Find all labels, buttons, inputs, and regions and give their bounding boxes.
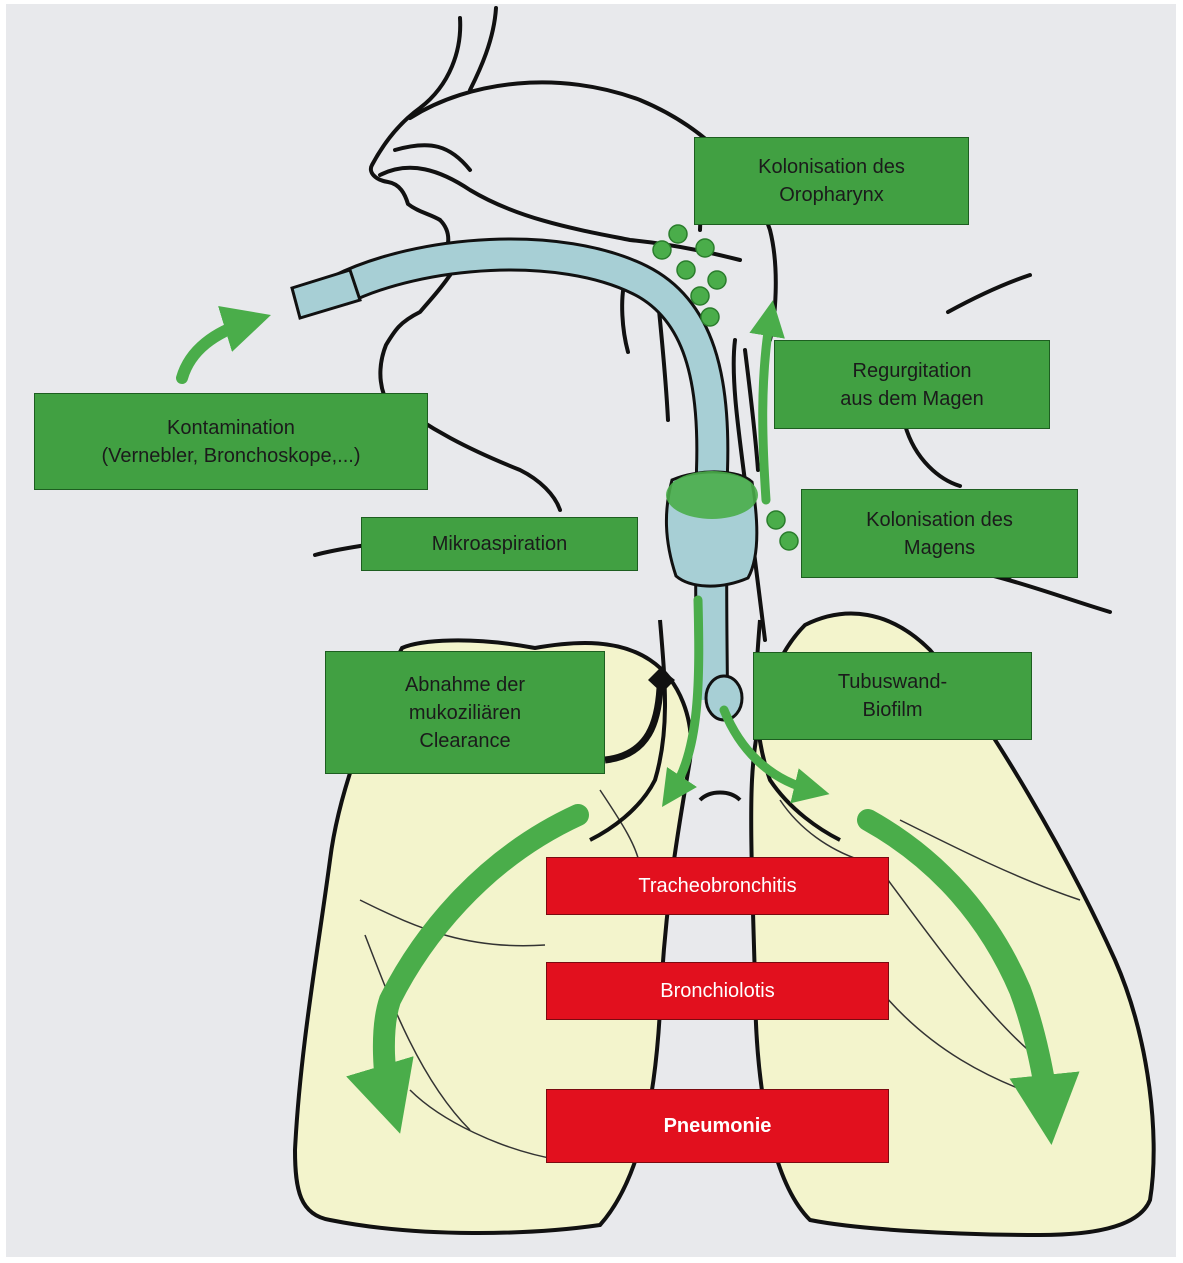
flow-arrow-regurgitation: [763, 318, 770, 500]
label-tubuswand-biofilm: Tubuswand- Biofilm: [753, 652, 1032, 740]
outcome-tracheobronchitis: Tracheobronchitis: [546, 857, 889, 915]
label-mikroaspiration: Mikroaspiration: [361, 517, 638, 571]
outcome-bronchiolitis: Bronchiolotis: [546, 962, 889, 1020]
label-kolonisation-magen: Kolonisation des Magens: [801, 489, 1078, 578]
flow-arrow-contamination: [182, 322, 248, 378]
label-kontamination: Kontamination (Vernebler, Bronchoskope,.…: [34, 393, 428, 490]
tube-connector: [292, 270, 360, 318]
label-kolonisation-oropharynx: Kolonisation des Oropharynx: [694, 137, 969, 225]
label-regurgitation: Regurgitation aus dem Magen: [774, 340, 1050, 429]
outcome-pneumonie: Pneumonie: [546, 1089, 889, 1163]
cuff-biofilm: [666, 471, 758, 519]
label-abnahme-clearance: Abnahme der mukoziliären Clearance: [325, 651, 605, 774]
